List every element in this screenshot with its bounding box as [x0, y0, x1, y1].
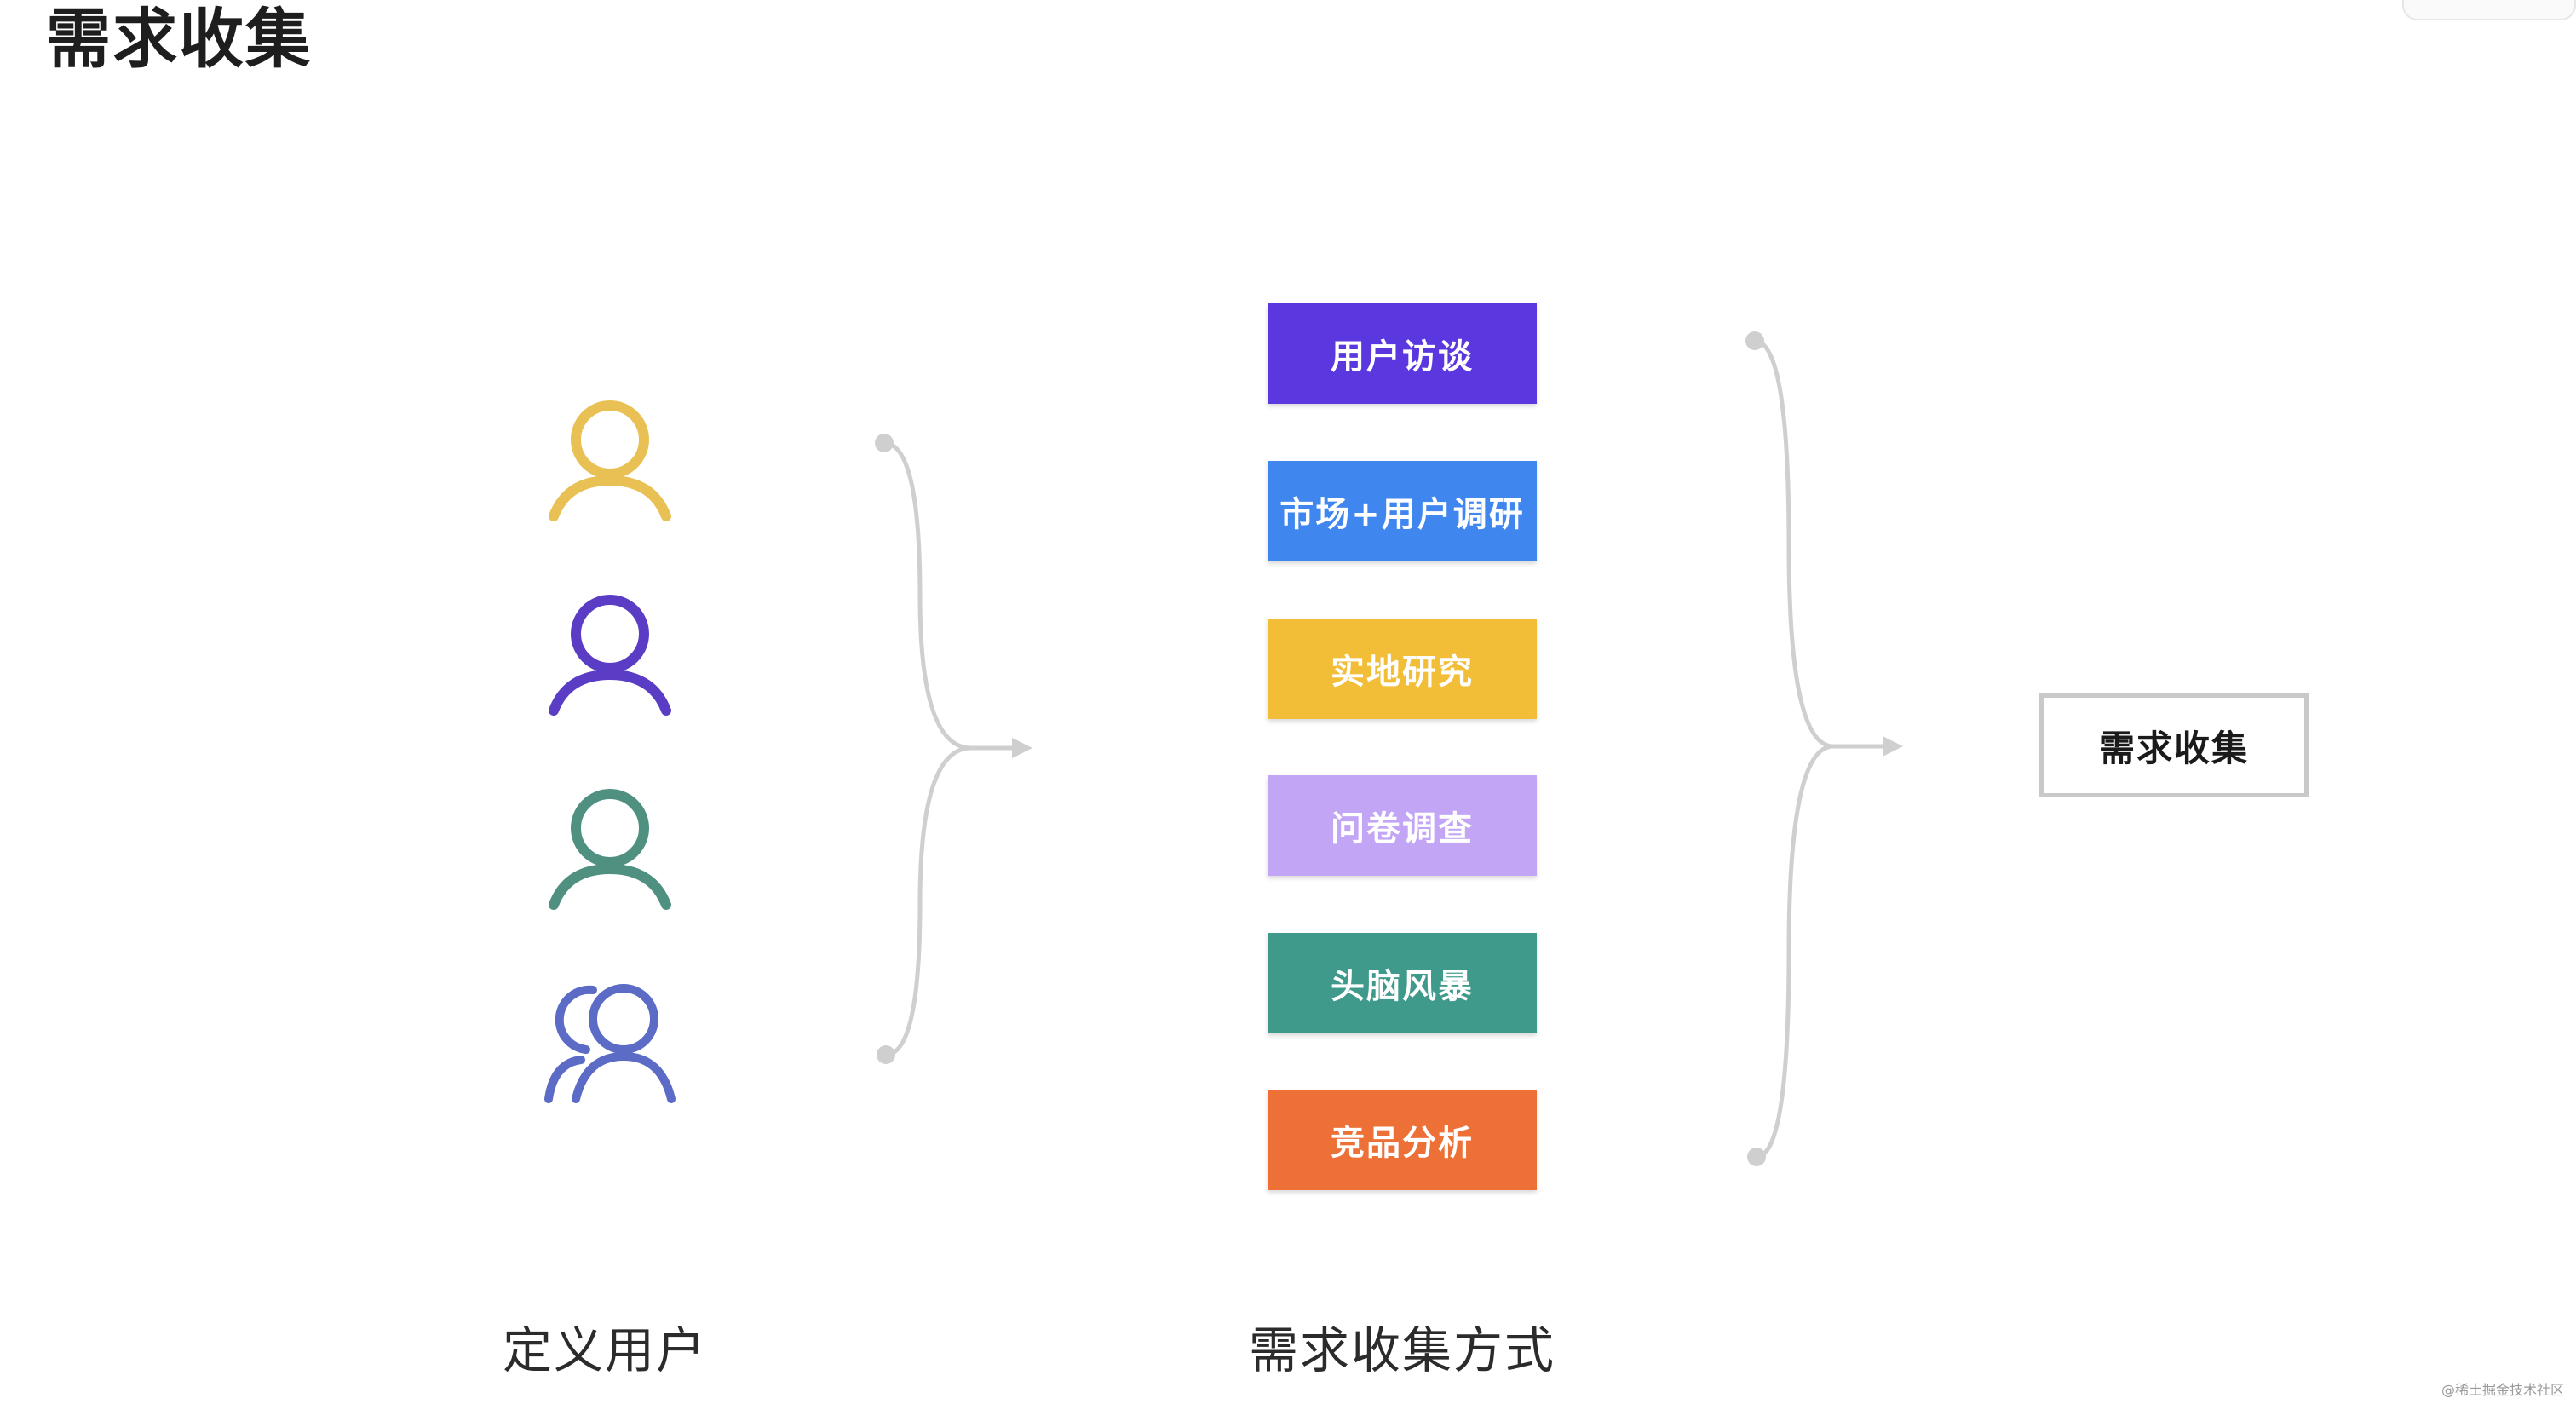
- result-box: 需求收集: [2039, 693, 2309, 797]
- right-brace: [1754, 338, 1834, 1159]
- right-brace-dot-top: [1745, 331, 1764, 350]
- method-box-competitor-analysis: 竞品分析: [1268, 1090, 1537, 1190]
- left-arrowhead: [1012, 738, 1032, 758]
- method-box-user-interview: 用户访谈: [1268, 303, 1537, 404]
- user-icon: [549, 595, 671, 716]
- users-label: 定义用户: [502, 1321, 707, 1379]
- method-box-market-research: 市场+用户调研: [1268, 461, 1537, 561]
- watermark: @稀土掘金技术社区: [2441, 1382, 2564, 1398]
- user-icon: [549, 400, 671, 521]
- page-title: 需求收集: [46, 1, 312, 77]
- window-corner: [2402, 0, 2576, 20]
- method-box-field-research: 实地研究: [1268, 619, 1537, 719]
- left-brace-dot-top: [875, 434, 894, 452]
- left-brace: [883, 440, 972, 1057]
- user-icon: [549, 789, 671, 910]
- method-box-survey: 问卷调查: [1268, 775, 1537, 876]
- right-arrowhead: [1883, 736, 1903, 757]
- methods-label: 需求收集方式: [1248, 1321, 1555, 1379]
- user-group-icon: [544, 984, 676, 1103]
- right-brace-dot-bottom: [1747, 1148, 1766, 1166]
- left-brace-dot-bottom: [877, 1045, 895, 1064]
- method-box-brainstorm: 头脑风暴: [1268, 933, 1537, 1033]
